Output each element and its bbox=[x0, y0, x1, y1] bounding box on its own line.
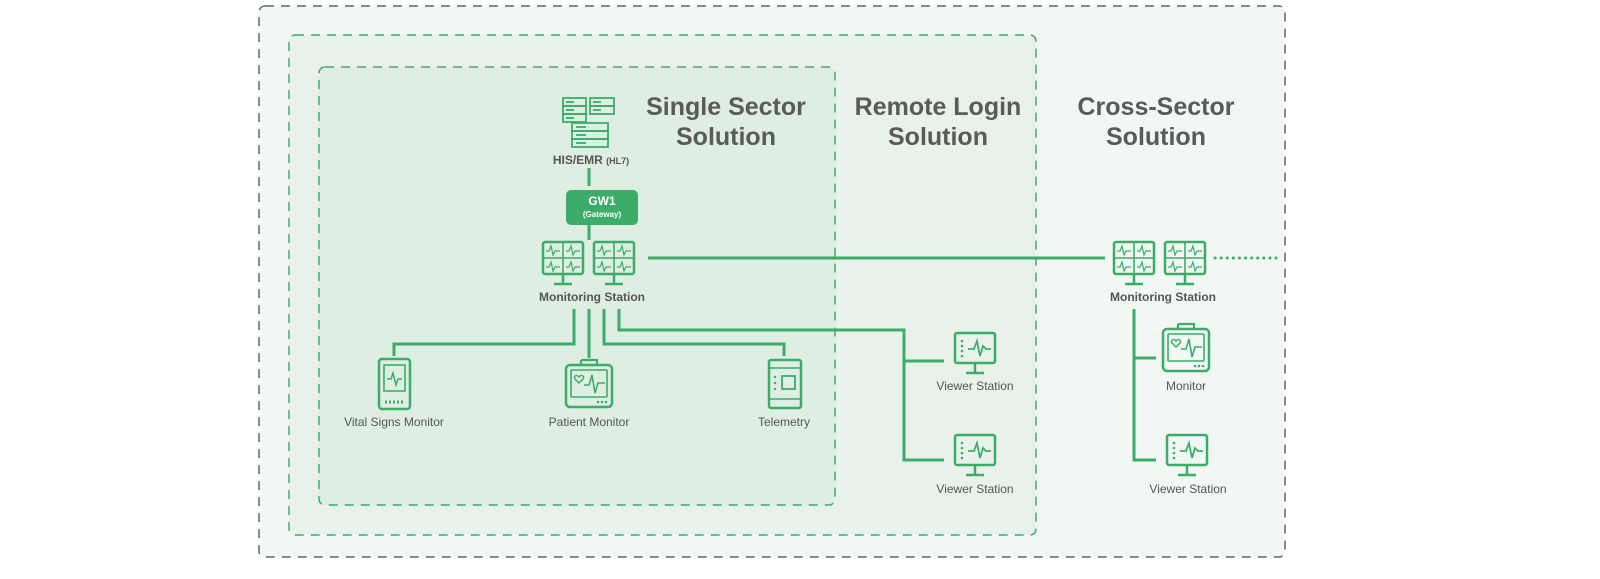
his-emr-sub-label: (HL7) bbox=[606, 156, 630, 166]
remote-login-title: Remote Login Solution bbox=[848, 92, 1028, 152]
cross-sector-title-line1: Cross-Sector bbox=[1077, 93, 1235, 121]
patient-monitor-label: Patient Monitor bbox=[548, 415, 630, 429]
vital-signs-monitor-icon bbox=[377, 357, 412, 411]
single-sector-title: Single Sector Solution bbox=[641, 92, 811, 152]
single-sector-title-line1: Single Sector bbox=[646, 93, 806, 121]
connection-lines bbox=[392, 168, 1156, 462]
single-sector-zone bbox=[318, 66, 836, 506]
cross-sector-title-line2: Solution bbox=[1106, 123, 1206, 151]
cross-sector-title: Cross-Sector Solution bbox=[1071, 92, 1241, 152]
remote-login-title-line1: Remote Login bbox=[854, 93, 1022, 121]
vital-signs-monitor-label: Vital Signs Monitor bbox=[344, 415, 444, 429]
gateway-sub-label: (Gateway) bbox=[582, 210, 622, 219]
gateway-label: GW1 bbox=[588, 194, 616, 208]
telemetry-icon bbox=[767, 358, 803, 410]
his-emr-label: HIS/EMR (HL7) bbox=[540, 153, 642, 167]
gateway-box: GW1 (Gateway) bbox=[566, 190, 638, 225]
viewer-station-label-2: Viewer Station bbox=[936, 482, 1014, 496]
server-icon bbox=[562, 97, 615, 148]
his-emr-label-text: HIS/EMR bbox=[552, 153, 603, 167]
monitoring-station-label: Monitoring Station bbox=[539, 290, 645, 304]
cross-monitoring-station-label: Monitoring Station bbox=[1110, 290, 1216, 304]
cross-viewer-station-label: Viewer Station bbox=[1149, 482, 1227, 496]
cross-monitor-label: Monitor bbox=[1165, 379, 1206, 393]
remote-login-title-line2: Solution bbox=[888, 123, 988, 151]
viewer-station-label-1: Viewer Station bbox=[936, 379, 1014, 393]
telemetry-label: Telemetry bbox=[757, 415, 810, 429]
single-sector-title-line2: Solution bbox=[676, 123, 776, 151]
